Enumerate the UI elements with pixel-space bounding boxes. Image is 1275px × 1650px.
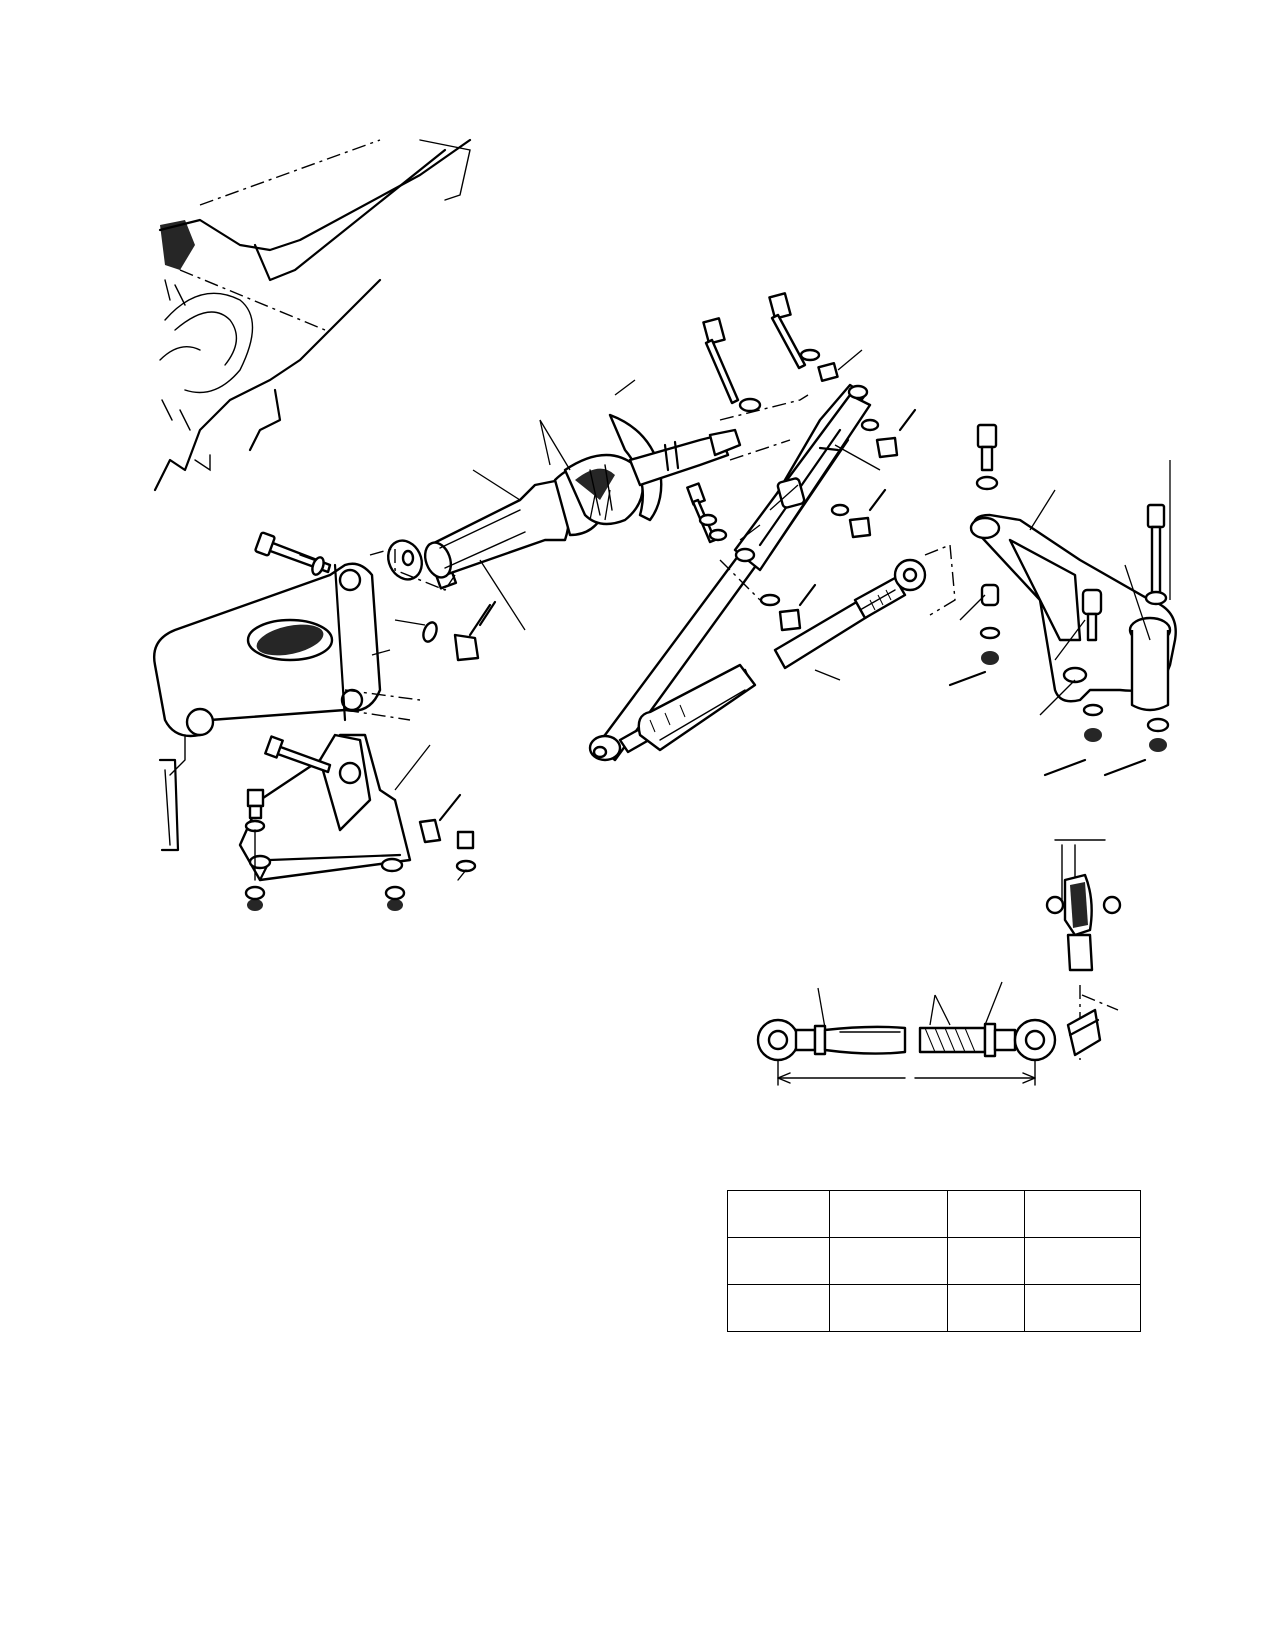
torque-tube-assembly — [421, 380, 808, 630]
table-cell — [727, 1237, 830, 1285]
table-cell — [1024, 1284, 1141, 1332]
link-bar-hardware — [687, 410, 915, 630]
bellcrank-arm — [154, 564, 420, 850]
table-cell — [727, 1284, 830, 1332]
table-cell — [727, 1190, 830, 1238]
table-row — [727, 1237, 1141, 1285]
detail-rod-length — [758, 982, 1055, 1085]
long-link-bar — [595, 385, 880, 760]
table-cell — [829, 1190, 948, 1238]
fuselage-section — [155, 140, 470, 490]
mounting-bracket — [240, 735, 475, 911]
table-row — [727, 1190, 1141, 1238]
table-row — [727, 1284, 1141, 1332]
table-cell — [947, 1237, 1025, 1285]
table-cell — [1024, 1237, 1141, 1285]
table-cell — [947, 1284, 1025, 1332]
table-cell — [1024, 1190, 1141, 1238]
triangular-crank — [971, 460, 1176, 715]
table-cell — [829, 1284, 948, 1332]
table-cell — [829, 1237, 948, 1285]
adjustable-push-rod — [590, 545, 955, 760]
upper-bolts — [703, 293, 862, 411]
table-cell — [947, 1190, 1025, 1238]
specification-table — [727, 1190, 1141, 1332]
detail-rod-end-side-view — [1047, 840, 1120, 1060]
bellcrank-bolt-hardware — [255, 532, 495, 660]
crank-hardware — [950, 425, 1168, 775]
